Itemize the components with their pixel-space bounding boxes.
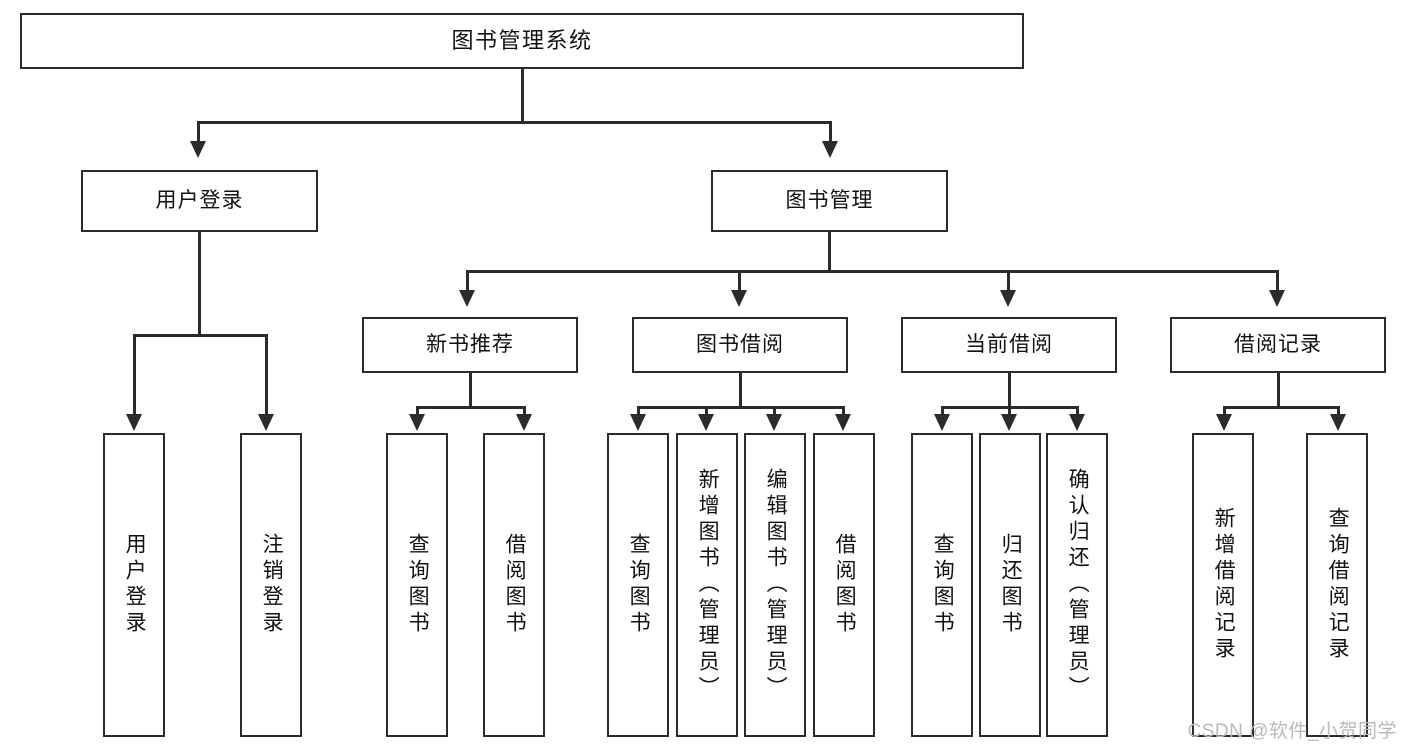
connector-nbr-stem (469, 373, 472, 408)
leaf-edit-book[interactable]: 编辑图书（管理员） (744, 433, 806, 737)
node-label: 查询图书 (406, 533, 430, 637)
node-label: 借阅图书 (833, 533, 857, 637)
node-label: 归还图书 (999, 533, 1023, 637)
connector-bm-leg-4 (1276, 270, 1279, 292)
connector-bb-leg-1 (637, 406, 640, 418)
connector-bm-leg-2 (738, 270, 741, 292)
arrow-to-book-management (822, 141, 838, 158)
node-current-borrow[interactable]: 当前借阅 (901, 317, 1117, 373)
node-borrow-record[interactable]: 借阅记录 (1170, 317, 1386, 373)
connector-root-leg-left (197, 121, 200, 143)
node-label: 新增图书（管理员） (696, 468, 720, 702)
connector-user-login-stem (198, 232, 201, 336)
connector-root-stem (521, 69, 524, 123)
node-label: 查询图书 (931, 533, 955, 637)
node-label: 借阅图书 (503, 533, 527, 637)
connector-nbr-bar (416, 406, 526, 409)
connector-bb-stem (739, 373, 742, 408)
node-book-management[interactable]: 图书管理 (711, 170, 948, 232)
arrow-to-leaf-query-record (1330, 414, 1346, 431)
connector-nbr-leg-1 (416, 406, 419, 418)
leaf-user-login[interactable]: 用户登录 (103, 433, 165, 737)
node-label: 当前借阅 (965, 332, 1053, 356)
arrow-to-user-login (190, 141, 206, 158)
connector-bm-leg-3 (1007, 270, 1010, 292)
node-label: 新书推荐 (426, 332, 514, 356)
arrow-to-leaf-query-book-3 (934, 414, 950, 431)
leaf-logout-login[interactable]: 注销登录 (240, 433, 302, 737)
connector-bb-leg-4 (842, 406, 845, 418)
node-label: 图书借阅 (696, 332, 784, 356)
connector-br-bar (1223, 406, 1340, 409)
leaf-borrow-book-1[interactable]: 借阅图书 (483, 433, 545, 737)
leaf-borrow-book-2[interactable]: 借阅图书 (813, 433, 875, 737)
node-label: 注销登录 (260, 533, 284, 637)
node-label: 查询借阅记录 (1326, 507, 1350, 663)
node-book-management-system[interactable]: 图书管理系统 (20, 13, 1024, 69)
connector-root-leg-right (829, 121, 832, 143)
arrow-to-leaf-add-record (1216, 414, 1232, 431)
leaf-query-book-1[interactable]: 查询图书 (386, 433, 448, 737)
arrow-to-leaf-user-login (126, 414, 142, 431)
connector-br-leg-1 (1223, 406, 1226, 418)
leaf-query-record[interactable]: 查询借阅记录 (1306, 433, 1368, 737)
connector-book-management-stem (828, 232, 831, 272)
leaf-return-book[interactable]: 归还图书 (979, 433, 1041, 737)
connector-root-bar (197, 121, 832, 124)
node-label: 新增借阅记录 (1212, 507, 1236, 663)
connector-br-leg-2 (1337, 406, 1340, 418)
connector-bb-bar (637, 406, 845, 409)
node-new-book-recommend[interactable]: 新书推荐 (362, 317, 578, 373)
connector-cb-leg-1 (941, 406, 944, 418)
leaf-confirm-return[interactable]: 确认归还（管理员） (1046, 433, 1108, 737)
arrow-to-leaf-return-book (1001, 414, 1017, 431)
leaf-add-book[interactable]: 新增图书（管理员） (676, 433, 738, 737)
arrow-to-borrow-record (1269, 290, 1285, 307)
leaf-query-book-2[interactable]: 查询图书 (607, 433, 669, 737)
node-user-login[interactable]: 用户登录 (81, 170, 318, 232)
arrow-to-new-book-recommend (459, 290, 475, 307)
connector-cb-stem (1008, 373, 1011, 408)
arrow-to-leaf-query-book-2 (630, 414, 646, 431)
arrow-to-leaf-edit-book (766, 414, 782, 431)
connector-nbr-leg-2 (523, 406, 526, 418)
node-label: 借阅记录 (1234, 332, 1322, 356)
node-label: 确认归还（管理员） (1066, 468, 1090, 702)
connector-user-login-leg-2 (265, 334, 268, 418)
arrow-to-leaf-borrow-book-2 (835, 414, 851, 431)
leaf-add-record[interactable]: 新增借阅记录 (1192, 433, 1254, 737)
node-label: 图书管理系统 (451, 28, 593, 54)
node-label: 用户登录 (123, 533, 147, 637)
connector-bb-leg-3 (773, 406, 776, 418)
arrow-to-book-borrow (731, 290, 747, 307)
connector-bm-leg-1 (466, 270, 469, 292)
arrow-to-leaf-confirm-return (1069, 414, 1085, 431)
arrow-to-current-borrow (1000, 290, 1016, 307)
arrow-to-leaf-query-book-1 (409, 414, 425, 431)
connector-bb-leg-2 (705, 406, 708, 418)
node-book-borrow[interactable]: 图书借阅 (632, 317, 848, 373)
node-label: 查询图书 (627, 533, 651, 637)
connector-cb-leg-3 (1076, 406, 1079, 418)
arrow-to-leaf-logout-login (258, 414, 274, 431)
connector-book-management-bar (466, 270, 1279, 273)
connector-user-login-bar (133, 334, 268, 337)
connector-br-stem (1277, 373, 1280, 408)
node-label: 用户登录 (155, 188, 244, 212)
arrow-to-leaf-borrow-book-1 (516, 414, 532, 431)
connector-cb-leg-2 (1008, 406, 1011, 418)
arrow-to-leaf-add-book (698, 414, 714, 431)
leaf-query-book-3[interactable]: 查询图书 (911, 433, 973, 737)
node-label: 编辑图书（管理员） (764, 468, 788, 702)
node-label: 图书管理 (785, 188, 874, 212)
connector-user-login-leg-1 (133, 334, 136, 418)
csdn-watermark: CSDN @软件_小贺同学 (1187, 721, 1397, 742)
